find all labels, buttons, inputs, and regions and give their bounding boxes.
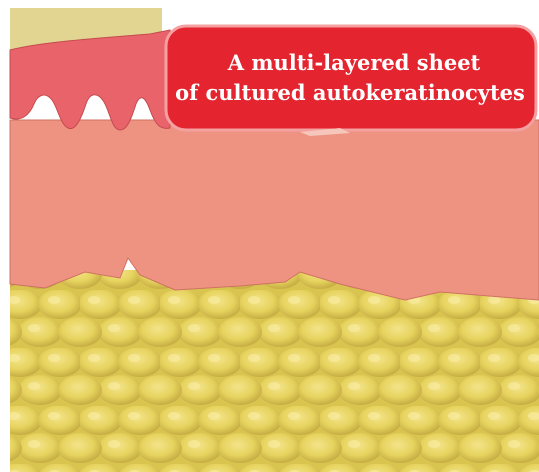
keratinocyte-sheet xyxy=(10,120,539,300)
callout-line-1: A multi-layered sheet xyxy=(227,50,481,75)
callout-line-2: of cultured autokeratinocytes xyxy=(175,80,525,105)
fat-layer xyxy=(10,270,539,472)
callout-box xyxy=(166,26,536,130)
